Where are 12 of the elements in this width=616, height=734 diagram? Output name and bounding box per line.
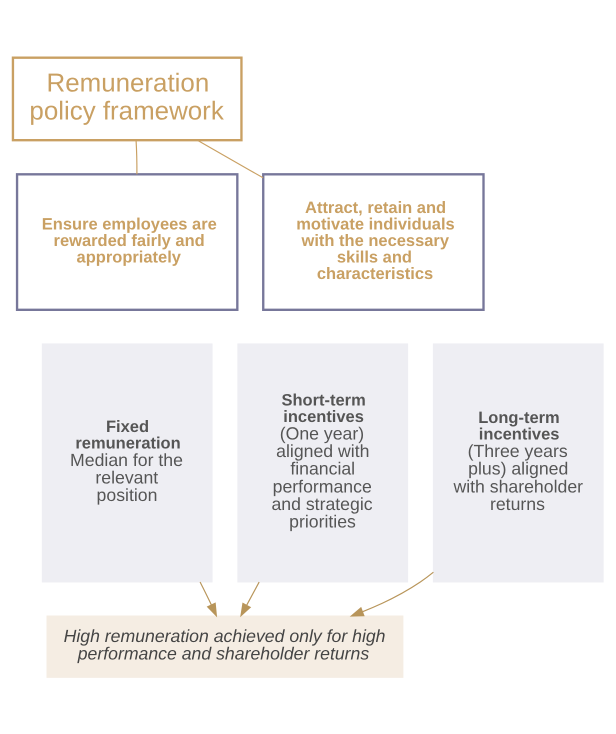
node-box: Attract, retain and motivate individuals with the necessary skills and characteristics [262, 172, 485, 310]
node-box: Short-term incentives (One year) aligned with financial performance and strategic priorities [237, 342, 408, 582]
node-box: Remuneration policy framework [12, 56, 243, 141]
node-box: Long-term incentives (Three years plus) aligned with shareholder returns [432, 342, 604, 582]
node-box: High remuneration achieved only for high performance and shareholder returns [46, 614, 404, 678]
node-box: Ensure employees are rewarded fairly and appropriately [16, 172, 238, 310]
connector [135, 140, 138, 174]
node-box: Fixed remuneration Median for the relevant position [42, 342, 213, 582]
arrow [240, 581, 260, 617]
arrow [350, 571, 434, 616]
arrow [200, 581, 218, 617]
connector [197, 139, 264, 178]
